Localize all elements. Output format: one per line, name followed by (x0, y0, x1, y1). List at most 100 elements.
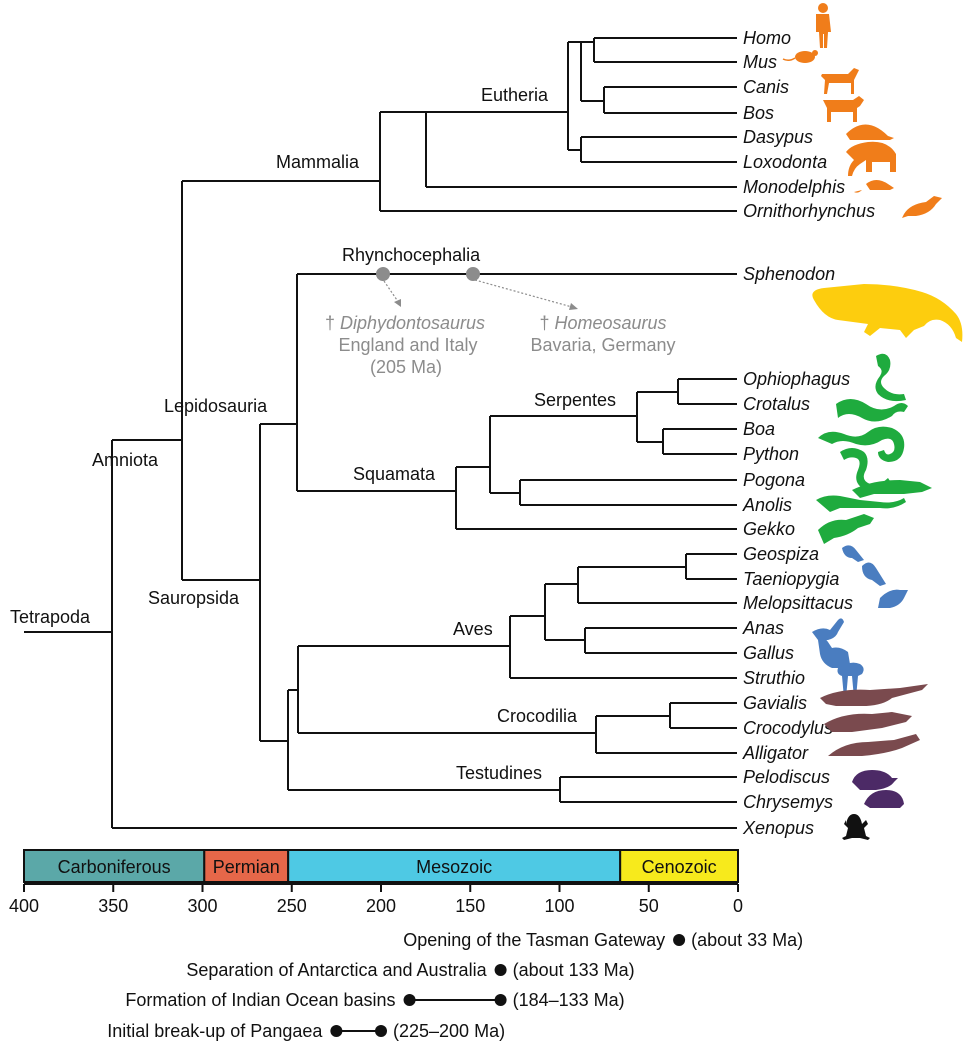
event-start-dot (403, 994, 416, 1006)
taxon-label-crotalus: Crotalus (743, 394, 810, 414)
taxon-label-gavialis: Gavialis (743, 693, 807, 713)
zebra-finch-silhouette (862, 562, 886, 586)
event-dot (673, 934, 686, 946)
clade-label-lepidosauria: Lepidosauria (164, 396, 268, 416)
crocodile-silhouette (824, 712, 912, 732)
axis-tick-label: 250 (277, 896, 307, 916)
taxon-label-homo: Homo (743, 28, 791, 48)
gharial-silhouette (820, 684, 928, 706)
taxon-label-mus: Mus (743, 52, 777, 72)
taxon-label-sphenodon: Sphenodon (743, 264, 835, 284)
cow-silhouette (823, 96, 864, 122)
taxon-label-anolis: Anolis (742, 495, 792, 515)
axis-tick-label: 400 (9, 896, 39, 916)
taxon-label-crocodylus: Crocodylus (743, 718, 833, 738)
fossil-name-homeosaurus: † Homeosaurus (539, 313, 666, 333)
axis-tick-label: 150 (455, 896, 485, 916)
fossil-pointer-homeosaurus (474, 279, 573, 308)
budgerigar-silhouette (878, 589, 908, 608)
clade-label-eutheria: Eutheria (481, 85, 549, 105)
animal-silhouettes (782, 3, 963, 840)
event-label: Opening of the Tasman Gateway (403, 930, 665, 950)
boa-silhouette (818, 426, 905, 462)
fossil-markers (376, 267, 578, 310)
axis-tick-label: 0 (733, 896, 743, 916)
taxon-label-melopsittacus: Melopsittacus (743, 593, 853, 613)
taxon-label-monodelphis: Monodelphis (743, 177, 845, 197)
dog-silhouette (821, 68, 859, 94)
taxon-label-boa: Boa (743, 419, 775, 439)
clade-label-squamata: Squamata (353, 464, 436, 484)
event-label: Initial break-up of Pangaea (107, 1021, 323, 1041)
taxon-label-xenopus: Xenopus (742, 818, 814, 838)
taxon-label-loxodonta: Loxodonta (743, 152, 827, 172)
period-label-permian: Permian (213, 857, 280, 877)
mouse-silhouette (782, 50, 818, 63)
fossil-name-diphydontosaurus: † Diphydontosaurus (325, 313, 485, 333)
taxon-label-anas: Anas (742, 618, 784, 638)
human-silhouette (816, 3, 831, 48)
event-range: (about 33 Ma) (691, 930, 803, 950)
event-dot (375, 1025, 387, 1037)
taxon-label-gekko: Gekko (743, 519, 795, 539)
taxon-label-ophiophagus: Ophiophagus (743, 369, 850, 389)
event-range: (184–133 Ma) (513, 990, 625, 1010)
period-label-mesozoic: Mesozoic (416, 857, 492, 877)
period-label-cenozoic: Cenozoic (642, 857, 717, 877)
rattlesnake-silhouette (836, 399, 908, 422)
period-permian (203, 849, 290, 883)
anole-silhouette (816, 495, 906, 512)
clade-label-aves: Aves (453, 619, 493, 639)
clade-label-crocodilia: Crocodilia (497, 706, 578, 726)
clawed-frog-silhouette (842, 814, 870, 840)
event-start-dot (330, 1025, 343, 1037)
taxon-label-bos: Bos (743, 103, 774, 123)
event-label: Separation of Antarctica and Australia (186, 960, 487, 980)
gecko-silhouette (818, 514, 874, 544)
taxon-label-alligator: Alligator (742, 743, 809, 763)
duck-silhouette (812, 618, 844, 640)
elephant-silhouette (846, 141, 896, 176)
taxon-label-pogona: Pogona (743, 470, 805, 490)
king-cobra-silhouette (875, 353, 906, 402)
period-cenozoic (619, 849, 739, 883)
fossil-node-diphydontosaurus (376, 267, 390, 281)
fossil-location-homeosaurus: Bavaria, Germany (530, 335, 675, 355)
clade-label-sauropsida: Sauropsida (148, 588, 240, 608)
taxon-label-geospiza: Geospiza (743, 544, 819, 564)
axis-tick-label: 50 (639, 896, 659, 916)
axis-tick-label: 300 (187, 896, 217, 916)
taxon-labels: HomoMusCanisBosDasypusLoxodontaMonodelph… (742, 28, 875, 838)
taxon-label-chrysemys: Chrysemys (743, 792, 833, 812)
softshell-turtle-silhouette (852, 770, 898, 790)
arrowhead-diphydontosaurus (394, 299, 401, 307)
opossum-silhouette (854, 180, 894, 193)
finch-silhouette (842, 545, 864, 562)
tuatara-silhouette (812, 284, 963, 342)
chicken-silhouette (818, 638, 850, 668)
event-range: (225–200 Ma) (393, 1021, 505, 1041)
clade-label-rhynchocephalia: Rhynchocephalia (342, 245, 481, 265)
platypus-silhouette (902, 196, 942, 218)
geological-events: Opening of the Tasman Gateway (about 33 M… (107, 930, 803, 1041)
fossil-taxon: Diphydontosaurus (340, 313, 485, 333)
taxon-label-gallus: Gallus (743, 643, 794, 663)
dagger-mark: † (539, 313, 549, 333)
clade-label-amniota: Amniota (92, 450, 159, 470)
event-label: Formation of Indian Ocean basins (125, 990, 395, 1010)
taxon-label-ornithorhynchus: Ornithorhynchus (743, 201, 875, 221)
taxon-label-taeniopygia: Taeniopygia (743, 569, 839, 589)
taxon-label-python: Python (743, 444, 799, 464)
clade-label-testudines: Testudines (456, 763, 542, 783)
fossil-location-diphydontosaurus: England and Italy (338, 335, 477, 355)
event-dot (494, 964, 507, 976)
taxon-label-pelodiscus: Pelodiscus (743, 767, 830, 787)
ostrich-silhouette (837, 662, 864, 698)
alligator-silhouette (828, 734, 920, 756)
tree-branches (24, 37, 737, 829)
armadillo-silhouette (846, 124, 894, 140)
taxon-label-struthio: Struthio (743, 668, 805, 688)
fossil-age-diphydontosaurus: (205 Ma) (370, 357, 442, 377)
